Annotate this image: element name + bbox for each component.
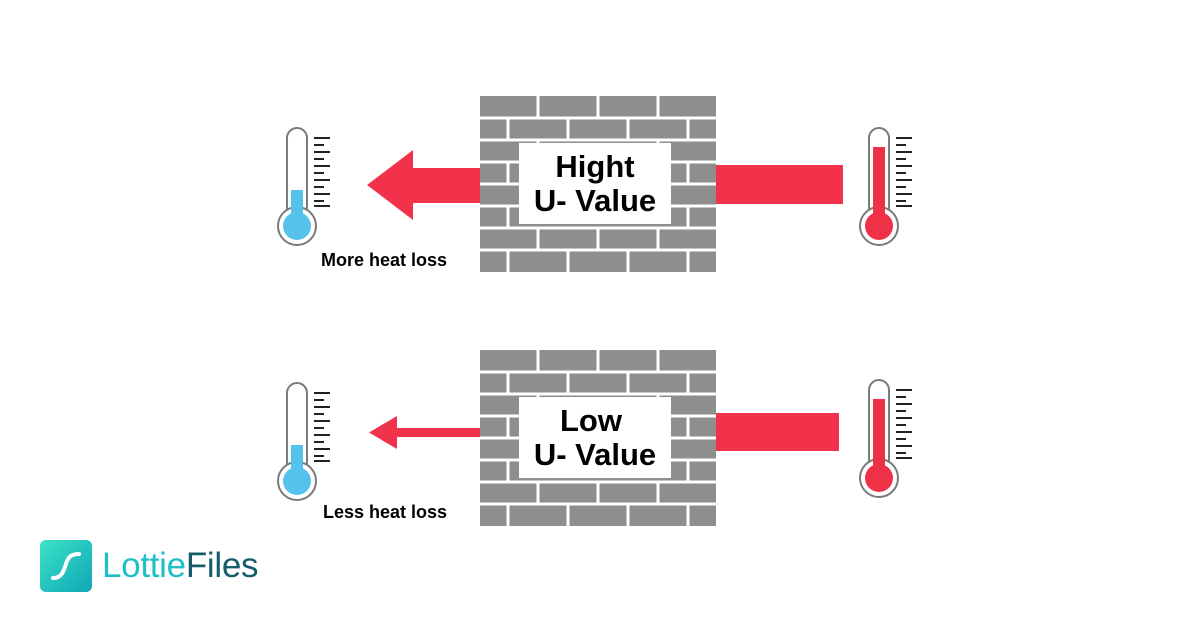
panel-low-u-value: Low U- Value — [277, 350, 912, 526]
brand-name: LottieFiles — [102, 540, 259, 592]
wall-label-line2: U- Value — [534, 183, 656, 218]
cold-thermometer-icon — [277, 127, 330, 246]
heat-loss-caption: Less heat loss — [323, 502, 447, 522]
lottiefiles-brand[interactable]: LottieFiles — [40, 540, 259, 592]
wall-label-line1: Low — [560, 403, 623, 438]
brick-wall-top: Hight U- Value — [480, 96, 716, 272]
heat-loss-caption: More heat loss — [321, 250, 447, 270]
heat-loss-arrow-large — [367, 150, 480, 220]
cold-thermometer-icon — [277, 382, 330, 501]
lottiefiles-logo-icon — [40, 540, 92, 592]
wall-label-line1: Hight — [555, 149, 634, 184]
hot-thermometer-icon — [859, 379, 912, 498]
incoming-heat-bar — [716, 413, 839, 451]
heat-loss-arrow-small — [369, 416, 480, 449]
brick-wall-bottom: Low U- Value — [480, 350, 716, 526]
wall-label-line2: U- Value — [534, 437, 656, 472]
brand-name-part1: Lottie — [102, 546, 186, 585]
incoming-heat-bar — [716, 165, 843, 204]
hot-thermometer-icon — [859, 127, 912, 246]
panel-high-u-value: Hight U- Value — [277, 96, 912, 272]
brand-name-part2: Files — [185, 546, 259, 585]
wall-label-box — [519, 397, 671, 478]
wall-label-box — [519, 143, 671, 224]
